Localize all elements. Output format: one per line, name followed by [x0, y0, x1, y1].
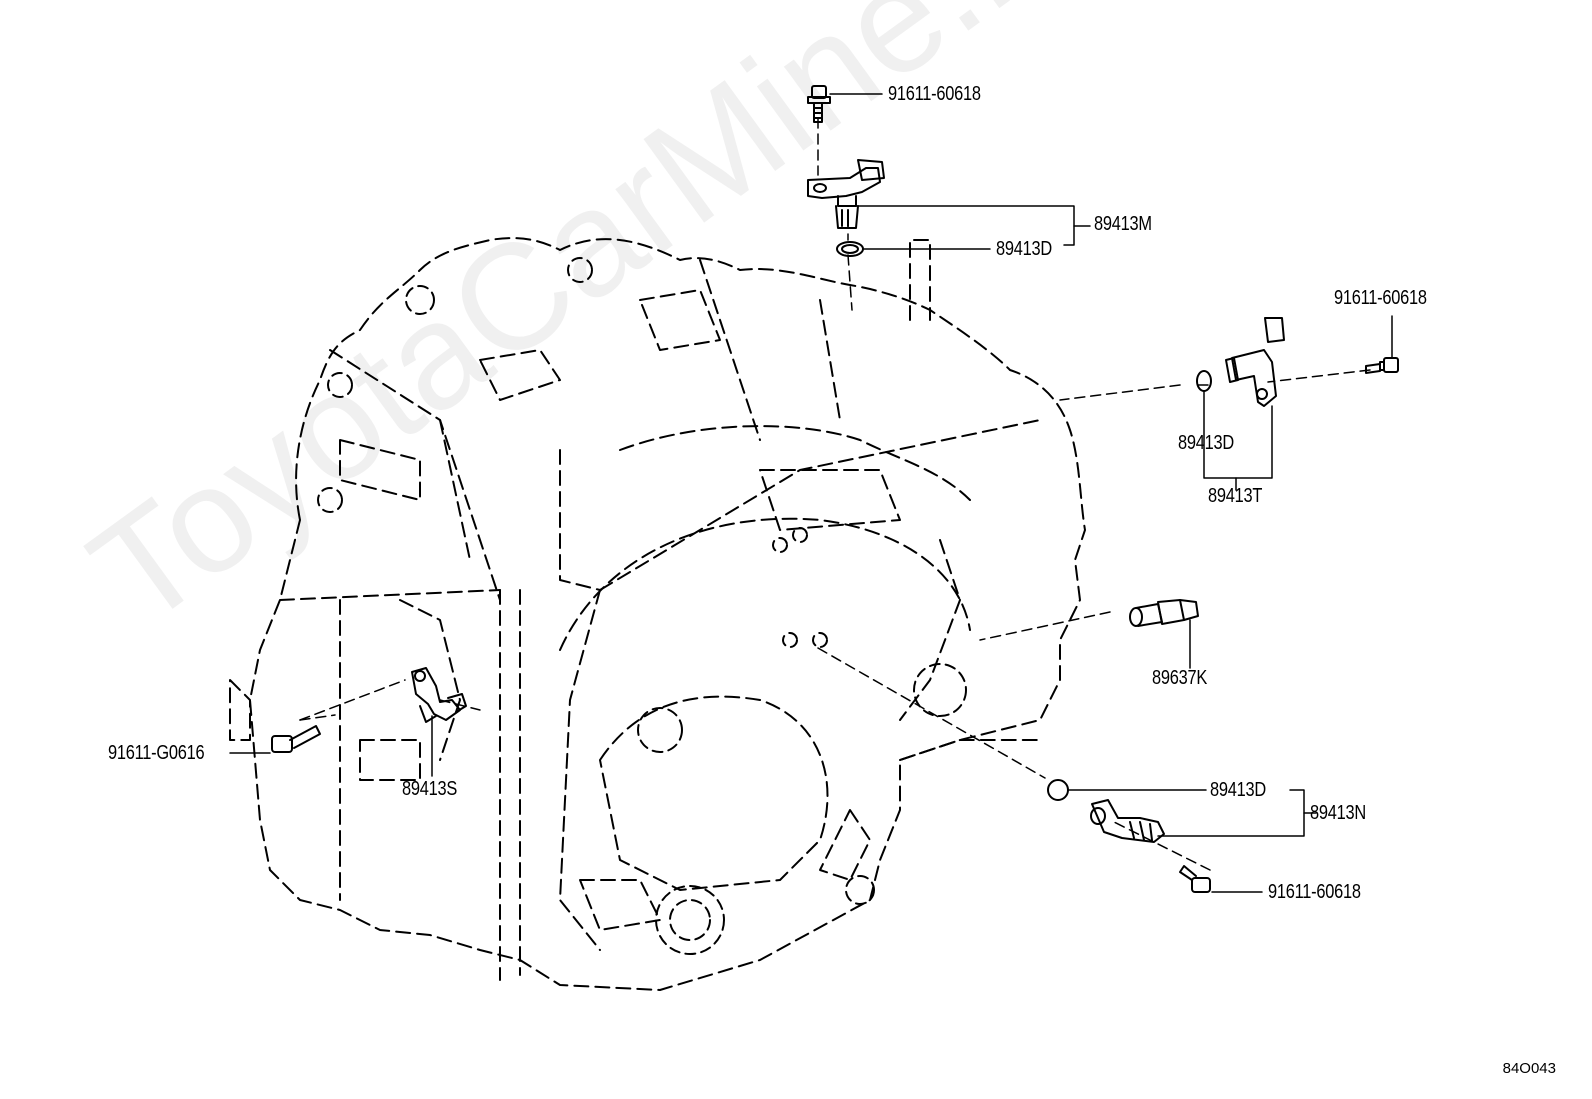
bolt-top-icon: [807, 85, 831, 123]
leader-lines: [229, 93, 1393, 893]
bolt-left-icon: [271, 725, 321, 753]
oring-bottom-icon: [1047, 779, 1069, 801]
label-sensor-right-assy[interactable]: 89413T: [1208, 485, 1263, 507]
speed-sensor-left-icon: [411, 667, 467, 723]
label-sensor-left[interactable]: 89413S: [402, 778, 458, 800]
speed-sensor-bottom-icon: [1090, 799, 1165, 843]
housing-bosses: [317, 257, 967, 955]
label-oring-top[interactable]: 89413D: [996, 238, 1052, 260]
label-bolt-left[interactable]: 91611-G0616: [108, 742, 205, 764]
oring-right-icon: [1196, 370, 1212, 392]
label-sensor-top-assy[interactable]: 89413M: [1094, 213, 1152, 235]
label-pressure-switch[interactable]: 89637K: [1152, 667, 1208, 689]
label-sensor-bottom-assy[interactable]: 89413N: [1310, 802, 1366, 824]
speed-sensor-right-icon: [1225, 317, 1285, 407]
label-oring-bottom[interactable]: 89413D: [1210, 779, 1266, 801]
label-bolt-top[interactable]: 91611-60618: [888, 83, 981, 105]
label-oring-right[interactable]: 89413D: [1178, 432, 1234, 454]
oring-top-icon: [836, 241, 864, 257]
label-bolt-right[interactable]: 91611-60618: [1334, 287, 1427, 309]
figure-code: 84O043: [1502, 1060, 1556, 1077]
pressure-switch-icon: [1129, 599, 1199, 627]
speed-sensor-top-icon: [807, 159, 885, 229]
bolt-bottom-icon: [1179, 865, 1211, 893]
bolt-right-icon: [1365, 357, 1399, 374]
transmission-housing: [229, 237, 1086, 991]
label-bolt-bottom[interactable]: 91611-60618: [1268, 881, 1361, 903]
